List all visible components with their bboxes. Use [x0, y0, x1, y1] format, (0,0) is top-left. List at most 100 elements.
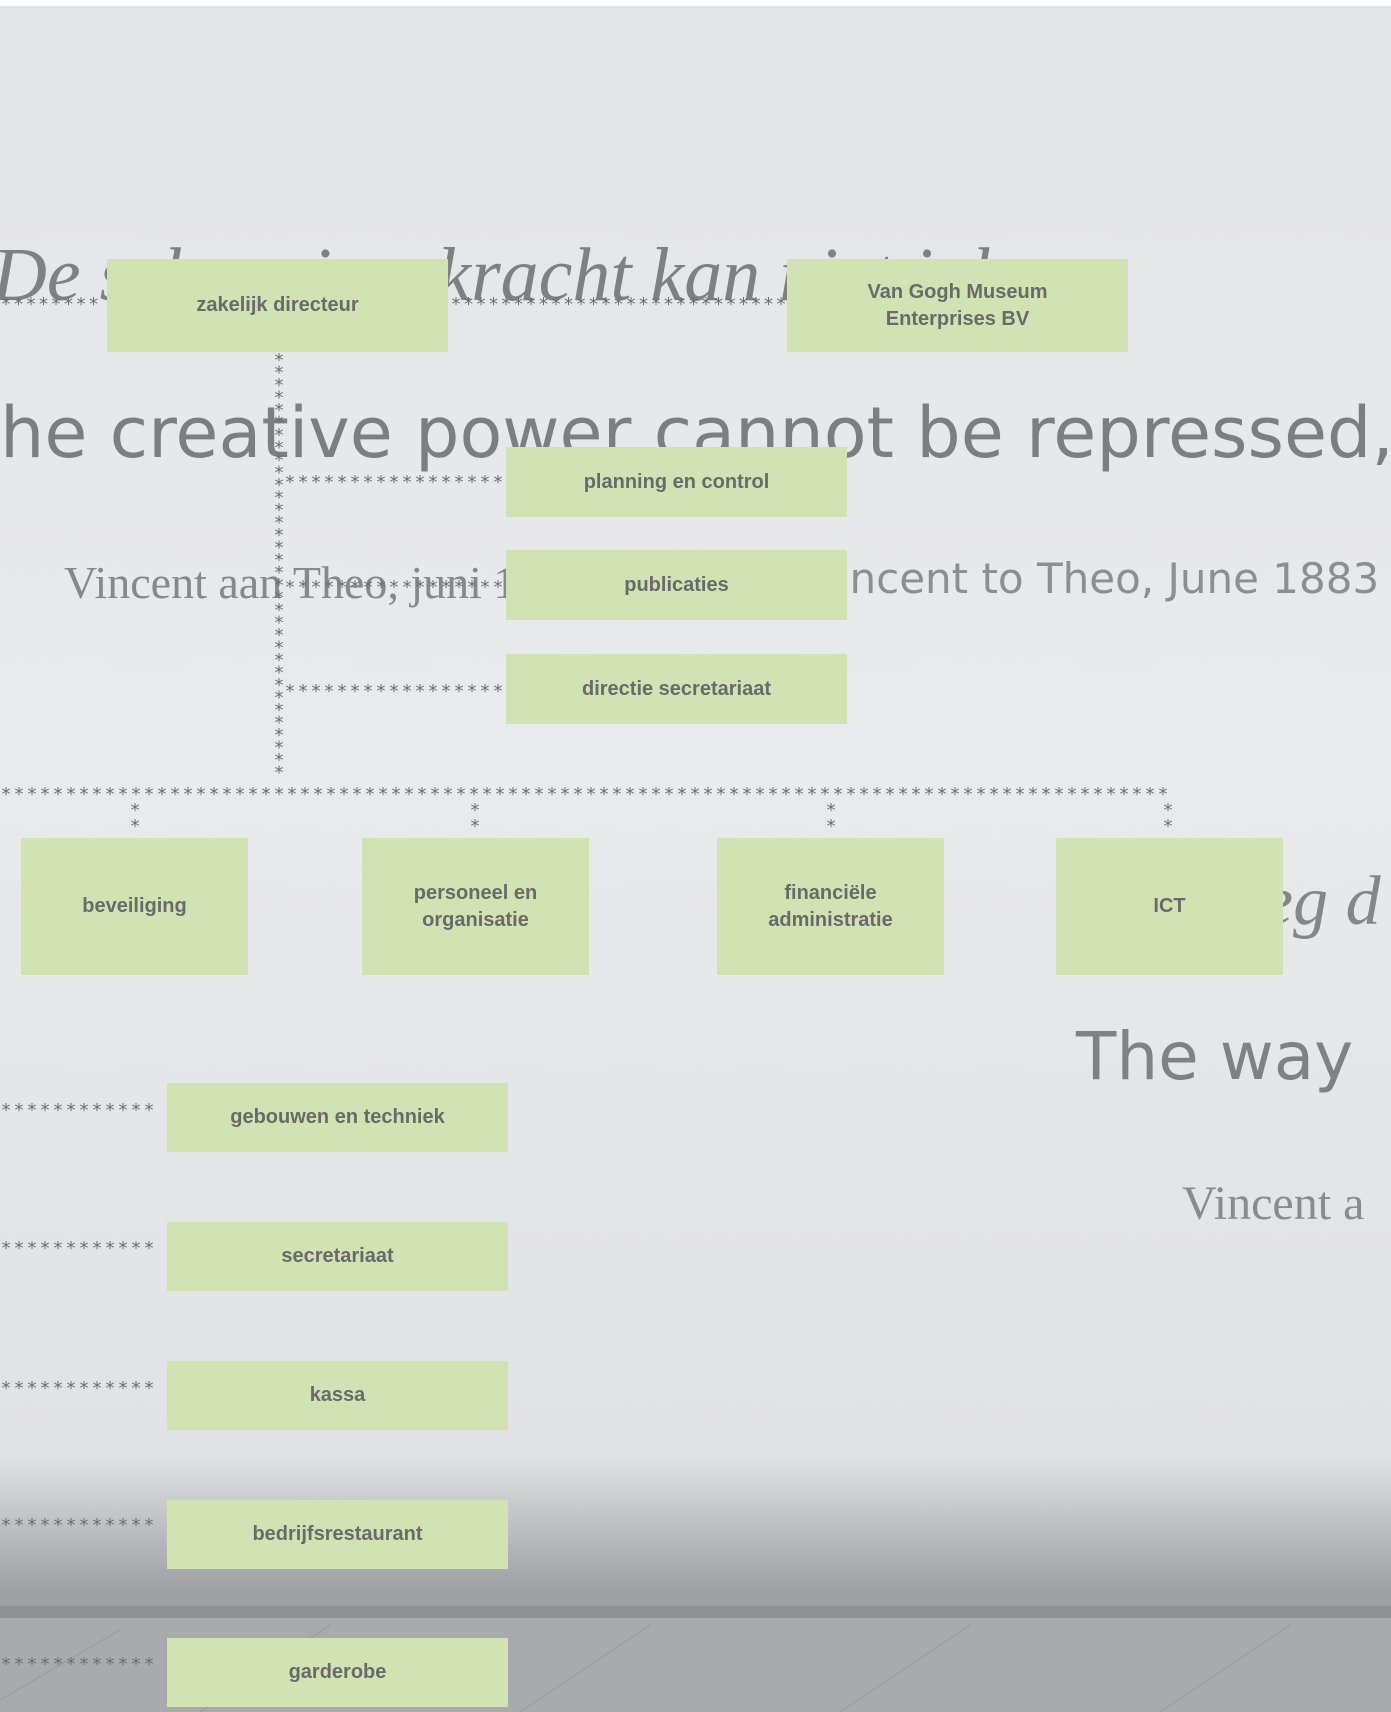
- connector-star: *: [67, 1654, 76, 1675]
- connector-star: *: [80, 1654, 89, 1675]
- connector-star: *: [477, 294, 486, 315]
- connector-star: *: [739, 294, 748, 315]
- connector-star: *: [951, 784, 960, 805]
- connector-star: *: [827, 816, 836, 837]
- connector-star: *: [132, 1100, 141, 1121]
- connector-star: *: [587, 784, 596, 805]
- connector-star: *: [41, 1378, 50, 1399]
- connector-star: *: [764, 294, 773, 315]
- connector-star: *: [132, 784, 141, 805]
- connector-star: *: [1164, 816, 1173, 837]
- connector-star: *: [299, 681, 308, 702]
- connector-star: *: [351, 472, 360, 493]
- connector-star: *: [54, 1515, 63, 1536]
- connector-star: *: [600, 784, 609, 805]
- connector-star: *: [41, 1654, 50, 1675]
- box-label: garderobe: [288, 1661, 387, 1683]
- connector-star: *: [41, 1100, 50, 1121]
- connector-star: *: [327, 784, 336, 805]
- connector-star: *: [197, 784, 206, 805]
- connector-star: *: [80, 1515, 89, 1536]
- box-van-gogh-museum-enterprises: Van Gogh Museum Enterprises BV: [787, 259, 1128, 352]
- connector-star: *: [1107, 784, 1116, 805]
- connector-star: *: [275, 475, 284, 496]
- connector-star: *: [106, 1238, 115, 1259]
- connector-star: *: [390, 472, 399, 493]
- connector-star: *: [652, 784, 661, 805]
- connector-star: *: [2, 294, 11, 315]
- connector-star: *: [1016, 784, 1025, 805]
- connector-star: *: [299, 472, 308, 493]
- connector-star: *: [403, 681, 412, 702]
- connector-star: *: [275, 713, 284, 734]
- connector-star: *: [325, 681, 334, 702]
- connector-star: *: [377, 681, 386, 702]
- box-label: secretariaat: [281, 1245, 394, 1267]
- connector-star: *: [429, 577, 438, 598]
- connector-star: *: [340, 784, 349, 805]
- connector-star: *: [552, 294, 561, 315]
- connector-star: *: [429, 472, 438, 493]
- box-bedrijfsrestaurant: bedrijfsrestaurant: [167, 1500, 508, 1569]
- connector-star: *: [730, 784, 739, 805]
- connector-star: *: [561, 784, 570, 805]
- connector-star: *: [325, 577, 334, 598]
- connector-star: *: [80, 1238, 89, 1259]
- connector-star: *: [442, 681, 451, 702]
- connector-star: *: [275, 625, 284, 646]
- connector-star: *: [54, 1238, 63, 1259]
- connector-star: *: [704, 784, 713, 805]
- connector-star: *: [364, 681, 373, 702]
- connector-star: *: [743, 784, 752, 805]
- connector-star: *: [494, 577, 503, 598]
- connector-star: *: [80, 1100, 89, 1121]
- connector-star: *: [808, 784, 817, 805]
- connector-star: *: [15, 1238, 24, 1259]
- connector-star: *: [821, 784, 830, 805]
- connector-star: *: [275, 463, 284, 484]
- connector-star: *: [691, 784, 700, 805]
- connector-star: *: [275, 425, 284, 446]
- connector-star: *: [14, 294, 23, 315]
- connector-star: *: [145, 1515, 154, 1536]
- connector-star: *: [275, 400, 284, 421]
- connector-star: *: [275, 438, 284, 459]
- connector-star: *: [613, 784, 622, 805]
- connector-star: *: [54, 1100, 63, 1121]
- connector-star: *: [210, 784, 219, 805]
- connector-star: *: [377, 577, 386, 598]
- connector-star: *: [938, 784, 947, 805]
- connector-star: *: [275, 784, 284, 805]
- connector-star: *: [275, 500, 284, 521]
- connector-star: *: [132, 1654, 141, 1675]
- connector-star: *: [639, 294, 648, 315]
- connector-star: *: [338, 577, 347, 598]
- connector-star: *: [314, 784, 323, 805]
- connector-star: *: [312, 472, 321, 493]
- connector-star: *: [275, 375, 284, 396]
- connector-star: *: [377, 472, 386, 493]
- connector-star: *: [275, 638, 284, 659]
- connector-star: *: [41, 1238, 50, 1259]
- connector-star: *: [886, 784, 895, 805]
- connector-star: *: [28, 1515, 37, 1536]
- connector-star: *: [535, 784, 544, 805]
- connector-star: *: [769, 784, 778, 805]
- box-label: beveiliging: [82, 895, 187, 917]
- connector-star: *: [41, 784, 50, 805]
- box-label: bedrijfsrestaurant: [252, 1523, 423, 1545]
- connector-star: *: [15, 1654, 24, 1675]
- connector-star: *: [390, 577, 399, 598]
- connector-star: *: [236, 784, 245, 805]
- connector-star: *: [28, 1238, 37, 1259]
- connector-star: *: [470, 784, 479, 805]
- connector-star: *: [548, 784, 557, 805]
- connector-star: *: [39, 294, 48, 315]
- connector-star: *: [54, 1378, 63, 1399]
- connector-star: *: [468, 472, 477, 493]
- connector-star: *: [275, 363, 284, 384]
- connector-star: *: [275, 663, 284, 684]
- connector-star: *: [664, 294, 673, 315]
- connector-star: *: [1055, 784, 1064, 805]
